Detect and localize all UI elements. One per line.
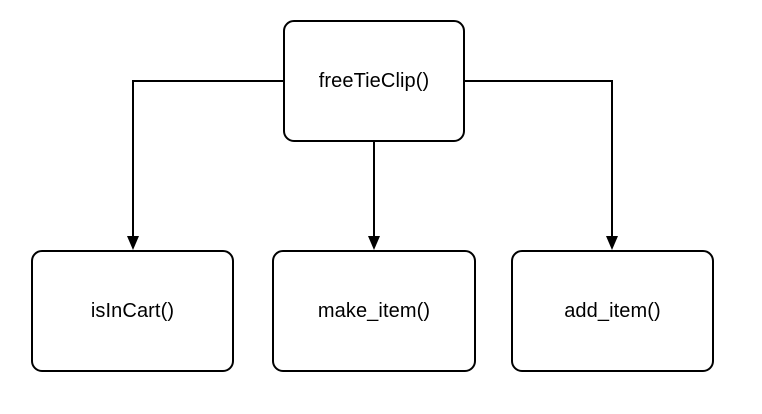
edge-caller-to-make-item bbox=[368, 142, 380, 250]
edge-caller-to-isincart bbox=[127, 80, 283, 250]
arrowhead-icon bbox=[606, 236, 618, 250]
node-label: freeTieClip() bbox=[318, 70, 430, 92]
edge-path bbox=[132, 80, 283, 244]
arrowhead-icon bbox=[127, 236, 139, 250]
node-add-item[interactable]: add_item() bbox=[511, 250, 714, 372]
edge-caller-to-add-item bbox=[465, 80, 618, 250]
node-label: add_item() bbox=[564, 300, 661, 322]
edge-path bbox=[465, 80, 613, 244]
node-label: isInCart() bbox=[90, 300, 175, 322]
node-isincart[interactable]: isInCart() bbox=[31, 250, 234, 372]
node-make-item[interactable]: make_item() bbox=[272, 250, 476, 372]
node-freetieclip[interactable]: freeTieClip() bbox=[283, 20, 465, 142]
node-label: make_item() bbox=[317, 300, 431, 322]
arrowhead-icon bbox=[368, 236, 380, 250]
